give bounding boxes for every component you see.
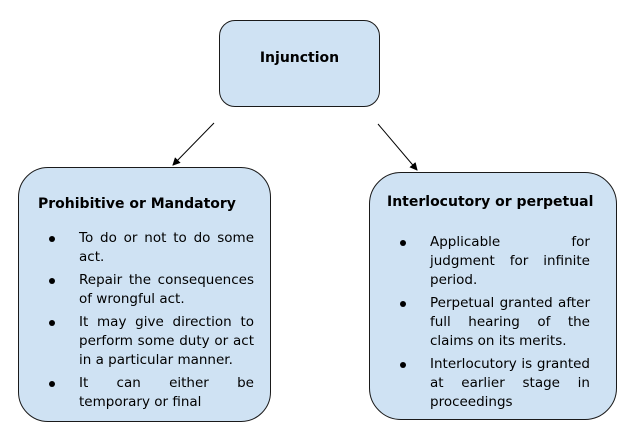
bullet-icon [400, 362, 406, 368]
root-node-title: Injunction [259, 49, 340, 66]
bullet-icon [400, 301, 406, 307]
bullet-icon [400, 240, 406, 246]
bullet-icon [49, 278, 55, 284]
list-item: It may give direction to perform some du… [49, 313, 254, 370]
node-interlocutory-or-perpetual: Interlocutory or perpetual Applicable fo… [369, 172, 617, 420]
right-node-title: Interlocutory or perpetual [387, 194, 594, 210]
left-node-list: To do or not to do some act. Repair the … [49, 229, 254, 416]
list-item: To do or not to do some act. [49, 229, 254, 267]
arrow-to-right-box [377, 123, 418, 171]
list-item: Repair the consequences of wrongful act. [49, 271, 254, 309]
right-node-list: Applicable for judgment for infinite per… [400, 233, 590, 416]
root-node-injunction: Injunction [219, 20, 380, 107]
bullet-icon [49, 320, 55, 326]
bullet-icon [49, 236, 55, 242]
left-node-title: Prohibitive or Mandatory [38, 196, 236, 212]
arrow-to-left-box [172, 122, 215, 166]
list-item: Interlocutory is granted at earlier stag… [400, 355, 590, 412]
list-item: Applicable for judgment for infinite per… [400, 233, 590, 290]
list-item: It can either be temporary or final [49, 374, 254, 412]
node-prohibitive-or-mandatory: Prohibitive or Mandatory To do or not to… [18, 167, 271, 422]
bullet-icon [49, 381, 55, 387]
list-item: Perpetual granted after full hearing of … [400, 294, 590, 351]
